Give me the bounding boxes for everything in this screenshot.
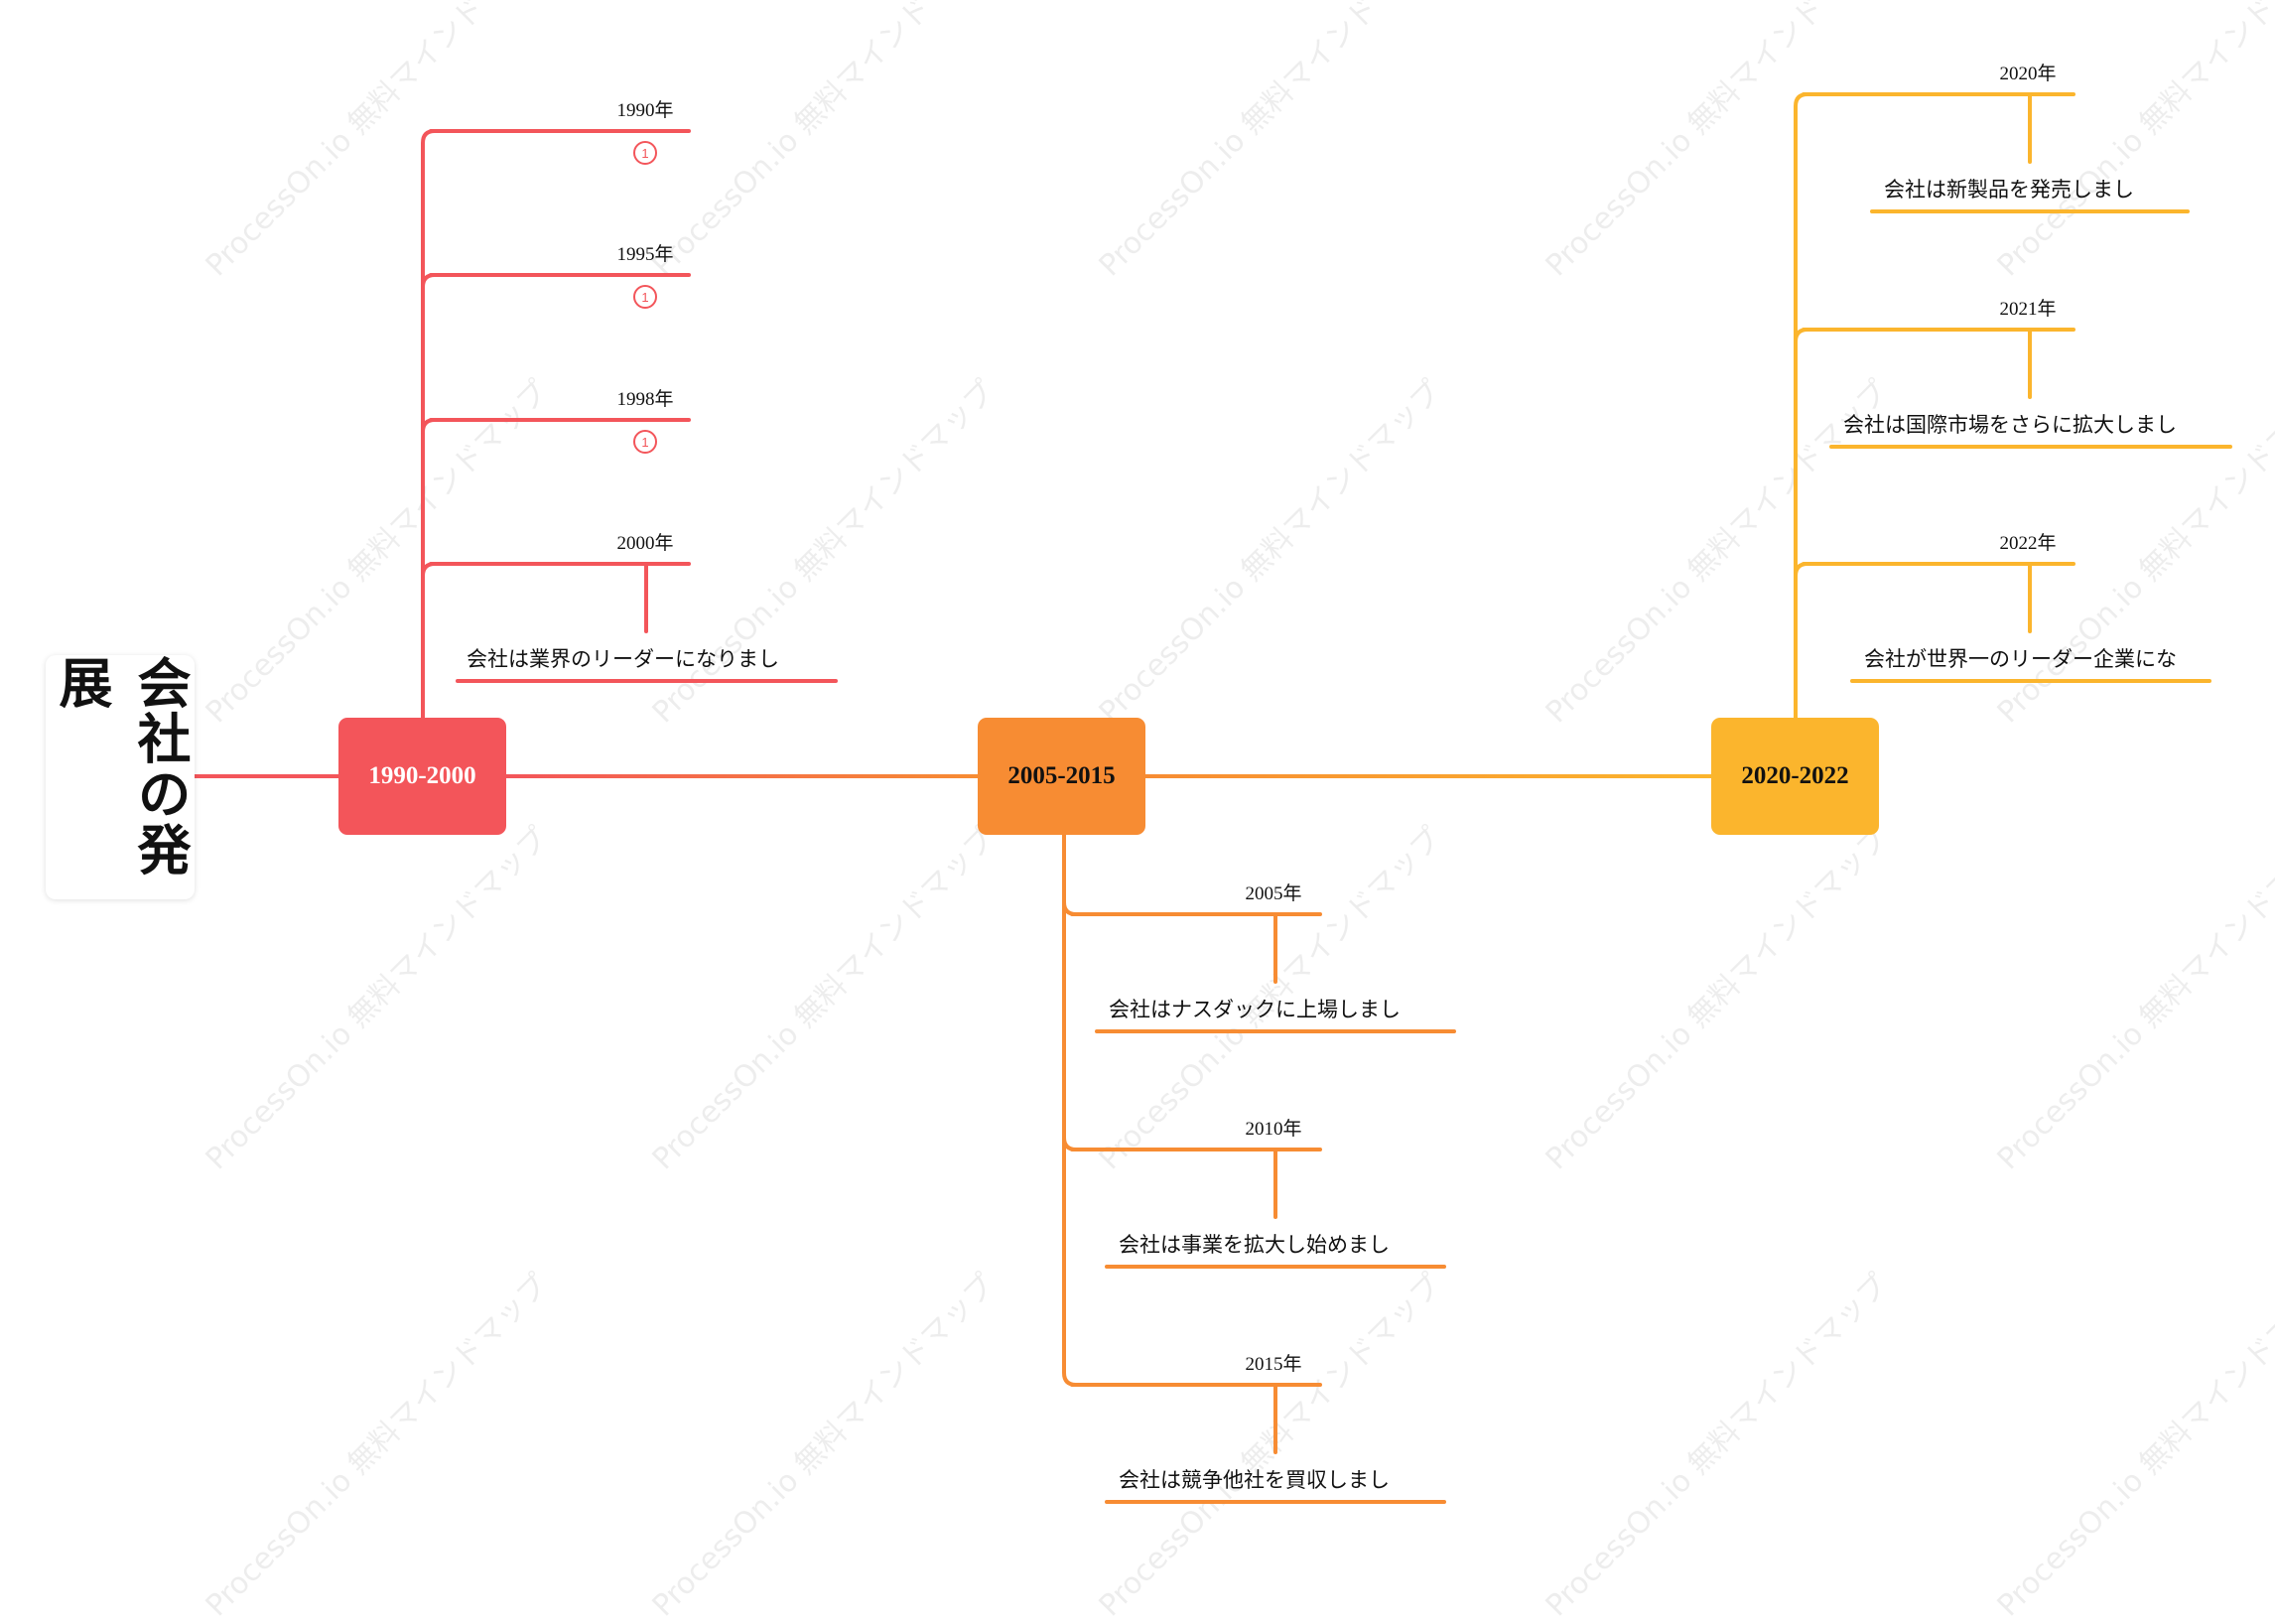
event-label[interactable]: 会社が世界一のリーダー企業にな [1864,647,2177,671]
period-3-branch [1794,92,1809,720]
year-label: 1990年 [616,100,674,121]
event-label[interactable]: 会社は業界のリーダーになりまし [467,647,779,671]
year-label: 2010年 [1245,1119,1302,1140]
period-node-3[interactable]: 2020-2022 [1711,718,1879,835]
period-node-1[interactable]: 1990-2000 [338,718,506,835]
year-label: 2021年 [1999,299,2057,320]
year-label: 2005年 [1245,883,1302,904]
year-label: 1998年 [616,389,674,410]
event-label[interactable]: 会社は競争他社を買収しまし [1119,1468,1390,1492]
event-label[interactable]: 会社はナスダックに上場しまし [1109,998,1401,1021]
event-label[interactable]: 会社は事業を拡大し始めまし [1119,1233,1390,1257]
period-node-2[interactable]: 2005-2015 [978,718,1145,835]
event-label[interactable]: 会社は国際市場をさらに拡大しまし [1843,413,2177,437]
note-count-badge[interactable]: 1 [633,141,657,165]
mindmap-connectors [193,92,2232,1504]
year-label: 2000年 [616,533,674,554]
note-count-badge[interactable]: 1 [633,430,657,454]
period-2-branch [1062,833,1078,1387]
year-label: 2020年 [1999,64,2057,84]
year-label: 1995年 [616,244,674,265]
root-topic-card[interactable]: 会社の発展 [46,655,195,899]
year-label: 2015年 [1245,1354,1302,1375]
root-topic-title: 会社の発展 [50,655,191,878]
year-label: 2022年 [1999,533,2057,554]
note-count-badge[interactable]: 1 [633,285,657,309]
event-label[interactable]: 会社は新製品を発売しまし [1884,178,2134,202]
